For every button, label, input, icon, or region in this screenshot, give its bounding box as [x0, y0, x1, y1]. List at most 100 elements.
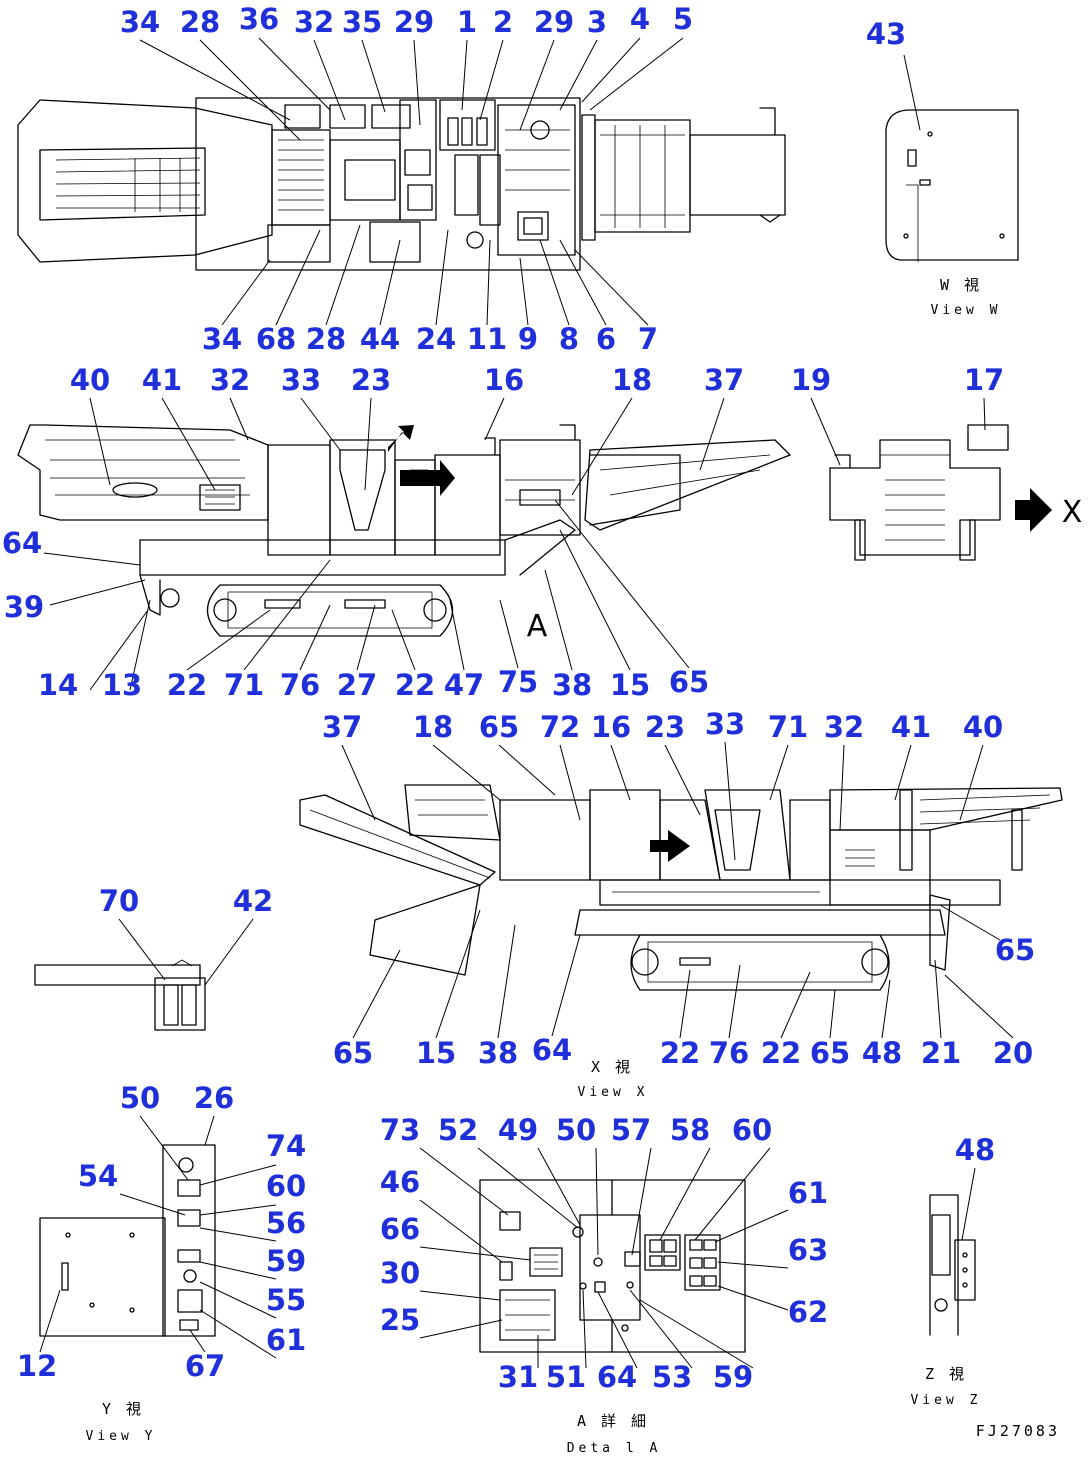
callout-65: 65: [333, 1036, 373, 1070]
right-side-view-drawing: [299, 784, 1063, 991]
callout-56: 56: [266, 1206, 306, 1240]
caption-vy-en: View Y: [86, 1429, 157, 1444]
callout-61: 61: [788, 1176, 828, 1210]
callout-21: 21: [921, 1036, 961, 1070]
callout-42: 42: [233, 884, 273, 918]
callout-70: 70: [99, 884, 139, 918]
callout-76: 76: [709, 1036, 749, 1070]
callout-9: 9: [518, 322, 538, 356]
callout-64: 64: [597, 1360, 637, 1394]
callout-38: 38: [478, 1036, 518, 1070]
callout-64: 64: [2, 526, 42, 560]
callout-17: 17: [964, 363, 1004, 397]
view-z-drawing: [929, 1194, 976, 1336]
callout-29: 29: [534, 5, 574, 39]
callout-41: 41: [891, 710, 931, 744]
callout-24: 24: [416, 322, 456, 356]
callout-43: 43: [866, 17, 906, 51]
top-view-drawing: [17, 97, 786, 271]
callout-37: 37: [322, 710, 362, 744]
callout-30: 30: [380, 1256, 420, 1290]
callout-67: 67: [185, 1349, 225, 1383]
callout-28: 28: [180, 5, 220, 39]
callout-72: 72: [540, 710, 580, 744]
callout-34: 34: [202, 322, 242, 356]
callout-71: 71: [768, 710, 808, 744]
figure-code: FJ27083: [976, 1422, 1060, 1440]
callout-59: 59: [713, 1360, 753, 1394]
callout-16: 16: [591, 710, 631, 744]
callout-27: 27: [337, 668, 377, 702]
callout-1: 1: [457, 5, 477, 39]
callout-54: 54: [78, 1159, 118, 1193]
callout-58: 58: [670, 1113, 710, 1147]
callout-59: 59: [266, 1244, 306, 1278]
callout-33: 33: [705, 707, 745, 741]
callout-48: 48: [862, 1036, 902, 1070]
callout-65: 65: [995, 933, 1035, 967]
view-x-drawing: [829, 424, 1052, 561]
caption-vw-en: View W: [931, 303, 1002, 318]
caption-va-en: Deta l A: [567, 1441, 662, 1456]
view-letter-X: X: [1062, 495, 1083, 530]
callout-64: 64: [532, 1033, 572, 1067]
callout-22: 22: [761, 1036, 801, 1070]
callout-46: 46: [380, 1165, 420, 1199]
callout-60: 60: [266, 1169, 306, 1203]
callout-74: 74: [266, 1129, 306, 1163]
callout-50: 50: [120, 1081, 160, 1115]
callout-61: 61: [266, 1323, 306, 1357]
caption-va-jp: A 詳 細: [577, 1412, 649, 1430]
caption-vw-jp: W 視: [940, 276, 982, 294]
callout-65: 65: [669, 665, 709, 699]
callout-62: 62: [788, 1295, 828, 1329]
callout-22: 22: [167, 668, 207, 702]
detail-a-drawing: [479, 1179, 746, 1353]
callout-16: 16: [484, 363, 524, 397]
callout-39: 39: [4, 590, 44, 624]
callout-28: 28: [306, 322, 346, 356]
callout-75: 75: [498, 665, 538, 699]
callout-6: 6: [596, 322, 616, 356]
callout-57: 57: [611, 1113, 651, 1147]
callout-29: 29: [394, 5, 434, 39]
callout-18: 18: [413, 710, 453, 744]
callout-32: 32: [210, 363, 250, 397]
caption-vy-jp: Y 視: [102, 1400, 144, 1418]
callout-15: 15: [610, 668, 650, 702]
callout-33: 33: [281, 363, 321, 397]
callout-2: 2: [493, 5, 513, 39]
callout-34: 34: [120, 5, 160, 39]
callout-23: 23: [645, 710, 685, 744]
callout-73: 73: [380, 1113, 420, 1147]
view-letter-A: A: [527, 609, 548, 644]
callout-49: 49: [498, 1113, 538, 1147]
callout-37: 37: [704, 363, 744, 397]
callout-38: 38: [552, 668, 592, 702]
callout-5: 5: [673, 2, 693, 36]
callout-65: 65: [479, 710, 519, 744]
callout-41: 41: [142, 363, 182, 397]
callout-68: 68: [256, 322, 296, 356]
callout-11: 11: [467, 322, 507, 356]
callout-7: 7: [638, 322, 658, 356]
callout-65: 65: [810, 1036, 850, 1070]
callout-55: 55: [266, 1283, 306, 1317]
callout-19: 19: [791, 363, 831, 397]
callout-47: 47: [444, 668, 484, 702]
callout-20: 20: [993, 1036, 1033, 1070]
callout-35: 35: [342, 5, 382, 39]
callout-22: 22: [395, 668, 435, 702]
callout-60: 60: [732, 1113, 772, 1147]
callout-31: 31: [498, 1360, 538, 1394]
callout-50: 50: [556, 1113, 596, 1147]
caption-vx-jp: X 視: [591, 1058, 633, 1076]
callout-51: 51: [546, 1360, 586, 1394]
callout-26: 26: [194, 1081, 234, 1115]
callout-22: 22: [660, 1036, 700, 1070]
callout-52: 52: [438, 1113, 478, 1147]
callout-12: 12: [17, 1349, 57, 1383]
